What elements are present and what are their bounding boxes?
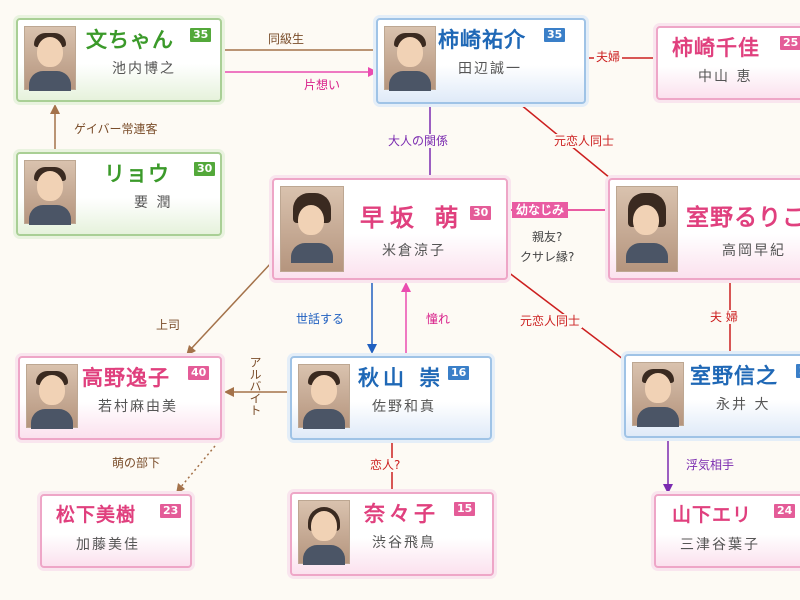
character-name: 山下エリ <box>672 504 753 526</box>
label-best-friend: 親友? <box>532 230 563 244</box>
card-kakizaki-chika[interactable]: 柿崎千佳 25 中山 恵 <box>656 26 800 100</box>
arrow-parttime <box>224 387 234 397</box>
label-ex-lovers-mid: 元恋人同士 <box>518 314 583 328</box>
actor-name: 中山 恵 <box>698 69 753 85</box>
photo-muroya-ruriko <box>616 186 678 272</box>
actor-name: 池内博之 <box>112 61 176 77</box>
character-name: 文ちゃん <box>86 28 174 52</box>
character-name: 柿崎千佳 <box>672 36 760 60</box>
label-couple-mid: 夫 婦 <box>708 310 740 324</box>
arrow-care <box>367 344 377 354</box>
age-badge: 30 <box>194 162 216 176</box>
actor-name: 米倉涼子 <box>382 243 446 259</box>
label-admire: 憧れ <box>424 312 453 326</box>
label-subordinate: 萌の部下 <box>112 456 161 470</box>
card-takano[interactable]: 高野逸子 40 若村麻由美 <box>18 356 222 440</box>
age-badge: 35 <box>190 28 212 42</box>
age-badge: 25 <box>780 36 800 50</box>
actor-name: 田辺誠一 <box>458 61 522 77</box>
age-badge: 30 <box>470 206 492 220</box>
card-kakizaki-yusuke[interactable]: 柿崎祐介 35 田辺誠一 <box>376 18 586 104</box>
label-couple-top: 夫婦 <box>594 50 623 64</box>
label-adult-relation: 大人の関係 <box>386 134 451 148</box>
photo-akiyama <box>298 364 350 429</box>
photo-hayasaka <box>280 186 344 272</box>
card-akiyama[interactable]: 秋山 崇 16 佐野和真 <box>290 356 492 440</box>
character-name: 松下美樹 <box>56 504 137 526</box>
photo-nanako <box>298 500 350 565</box>
card-muroya-nobuyuki[interactable]: 室野信之 2 永井 大 <box>624 354 800 438</box>
actor-name: 永井 大 <box>716 397 771 413</box>
actor-name: 渋谷飛鳥 <box>372 535 436 551</box>
character-name: 秋山 崇 <box>358 366 445 390</box>
character-name: 高野逸子 <box>82 366 170 390</box>
card-hayasaka[interactable]: 早坂 萌 30 米倉涼子 <box>272 178 508 280</box>
card-muroya-ruriko[interactable]: 室野るりこ 高岡早紀 <box>608 178 800 280</box>
actor-name: 三津谷葉子 <box>680 537 760 553</box>
label-ex-lovers-top: 元恋人同士 <box>552 134 617 148</box>
arrow-regular <box>50 104 60 114</box>
label-regular: ゲイバー常連客 <box>72 122 160 136</box>
character-name: 柿崎祐介 <box>438 28 526 52</box>
card-matsushita[interactable]: 松下美樹 23 加藤美佳 <box>40 494 192 568</box>
label-care: 世話する <box>294 312 347 326</box>
photo-takano <box>26 364 78 429</box>
link-subordinate <box>179 445 216 489</box>
card-nanako[interactable]: 奈々子 15 渋谷飛鳥 <box>290 492 494 576</box>
actor-name: 高岡早紀 <box>722 243 786 259</box>
card-ryou[interactable]: リョウ 30 要 潤 <box>16 152 222 236</box>
arrow-subordinate <box>176 483 185 494</box>
arrow-admire <box>401 282 411 292</box>
age-badge: 15 <box>454 502 476 516</box>
label-parttime: アルバイト <box>248 356 262 416</box>
age-badge: 2 <box>796 364 800 378</box>
photo-muroya-nobuyuki <box>632 362 684 427</box>
arrow-unrequited <box>368 67 378 77</box>
actor-name: 若村麻由美 <box>98 399 178 415</box>
character-name: 室野るりこ <box>686 205 800 231</box>
card-yamashita[interactable]: 山下エリ 24 三津谷葉子 <box>654 494 800 568</box>
label-unrequited: 片想い <box>304 78 341 92</box>
label-boss: 上司 <box>156 318 181 332</box>
arrow-affair <box>663 484 673 494</box>
label-childhood: 幼なじみ <box>512 202 569 218</box>
actor-name: 要 潤 <box>134 195 173 211</box>
character-name: リョウ <box>104 162 170 186</box>
label-lovers: 恋人? <box>368 458 403 472</box>
age-badge: 23 <box>160 504 182 518</box>
photo-ryou <box>24 160 76 225</box>
age-badge: 16 <box>448 366 470 380</box>
age-badge: 40 <box>188 366 210 380</box>
character-name: 奈々子 <box>364 502 439 526</box>
age-badge: 24 <box>774 504 796 518</box>
actor-name: 加藤美佳 <box>76 537 140 553</box>
label-bad-bond: クサレ縁? <box>520 250 575 264</box>
card-fumi[interactable]: 文ちゃん 35 池内博之 <box>16 18 222 102</box>
character-name: 早坂 萌 <box>360 204 465 232</box>
age-badge: 35 <box>544 28 566 42</box>
label-affair: 浮気相手 <box>684 458 737 472</box>
photo-kakizaki-yusuke <box>384 26 436 91</box>
photo-fumi <box>24 26 76 91</box>
arrow-boss <box>186 345 196 356</box>
actor-name: 佐野和真 <box>372 399 436 415</box>
link-boss <box>189 261 273 351</box>
character-name: 室野信之 <box>690 364 778 388</box>
label-classmate: 同級生 <box>268 32 305 46</box>
